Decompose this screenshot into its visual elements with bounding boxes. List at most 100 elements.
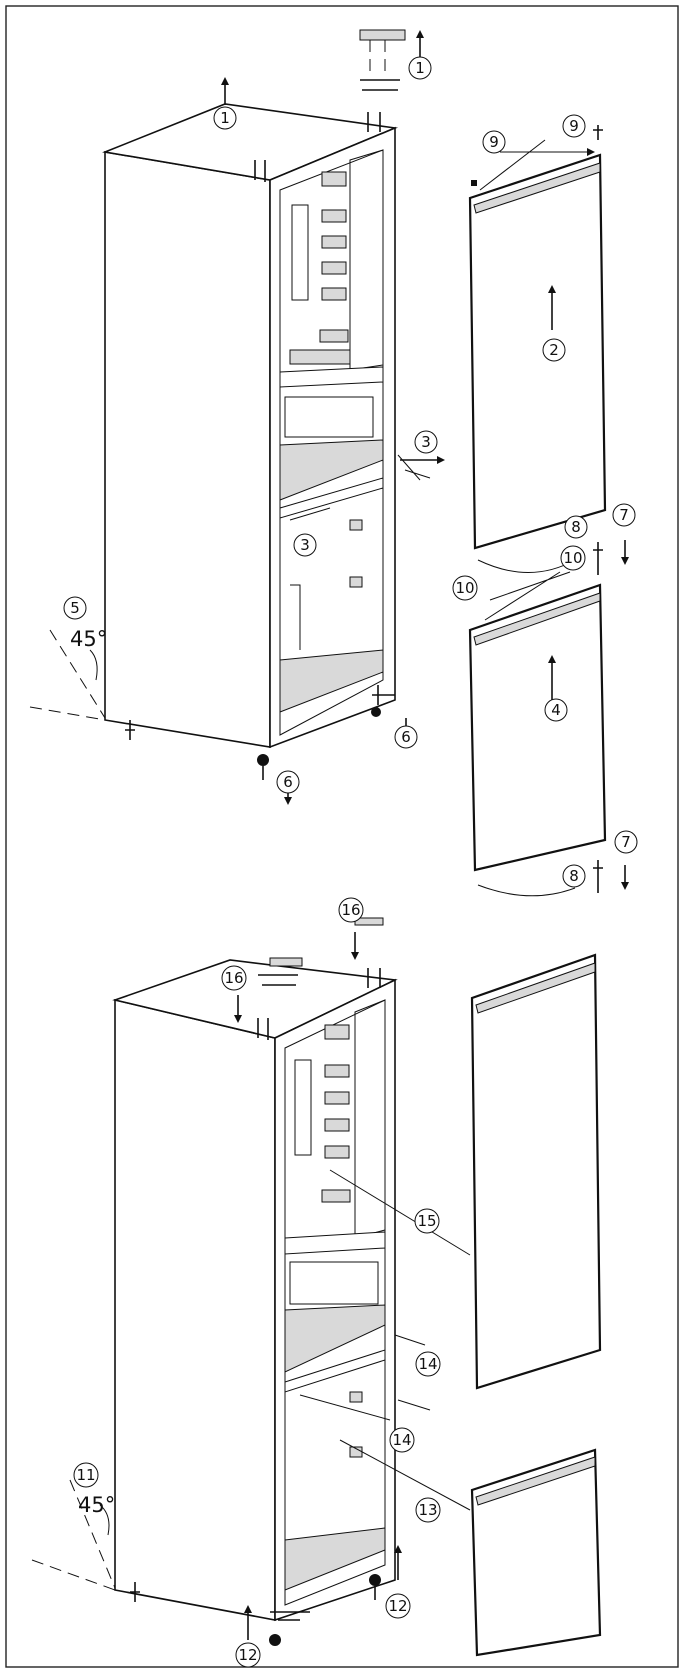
callout-8-upper: 8 [571,518,581,536]
arrowhead-7-upper [621,557,629,565]
arrowhead-1-top [221,77,229,85]
bottom-left-foot [130,1582,140,1602]
bottom-bin-4 [324,1118,350,1132]
top-bottom-hinge-screw-2 [257,754,269,766]
top-left-hinge-pins [254,160,266,182]
bottom-ground-line [31,1559,116,1591]
bottom-bin-5 [324,1145,350,1159]
callout-circle [235,1642,261,1668]
bottom-upper-door-edge [475,962,596,1014]
callout-circle [213,106,237,130]
top-bin-1 [321,171,347,187]
callout-circle [482,130,506,154]
pin-7-lower [593,860,603,893]
bottom-cabinet-interior [284,999,386,1606]
bottom-middle-hinge [397,1399,431,1411]
bottom-bin-3 [324,1091,350,1105]
callout-circle [542,338,566,362]
callout-12-left: 12 [238,1646,257,1664]
callout-10-right: 10 [563,549,582,567]
top-bin-3 [321,235,347,249]
leader-14 [299,1394,391,1421]
callout-circle [63,596,87,620]
top-hinge-cover-upper [359,29,406,41]
bottom-bin-1 [324,1024,350,1040]
callout-10-left: 10 [455,579,474,597]
callout-15: 15 [417,1212,436,1230]
top-shelf-divider [279,366,384,388]
arrowhead-2 [548,285,556,293]
leader-10 [484,571,571,621]
top-left-foot [125,720,135,740]
top-bottom-hinge-screw [371,707,381,717]
pin-9 [593,125,603,140]
callout-14-lower: 14 [392,1431,411,1449]
top-control-panel [291,204,309,301]
callout-circle [276,770,300,794]
arc-8-upper [477,559,576,573]
lower-door-top-edge [473,592,601,646]
callout-circle [415,1351,441,1377]
callout-14-upper: 14 [418,1355,437,1373]
top-bin-4 [321,261,347,275]
callout-1-upper: 1 [415,59,425,77]
arrowhead-4 [548,655,556,663]
callout-11: 11 [76,1466,95,1484]
top-crisper-drawer [284,396,374,438]
arrow-3-left [289,507,331,521]
callout-circle [415,1497,441,1523]
top-bin-6 [319,329,349,343]
callout-1-top: 1 [220,109,230,127]
angle-label-top: 45° [70,627,107,651]
bottom-lower-screw [269,1634,281,1646]
arrowhead-1-upper [416,30,424,38]
bottom-lower-door [470,1448,602,1657]
bottom-right-hinge-pins [367,968,381,988]
arrowhead-16-left [234,1015,242,1023]
bottom-shelf-divider [284,1231,386,1255]
callout-circle [452,575,478,601]
top-tilt-line [49,629,106,719]
callout-circle [614,830,638,854]
top-right-hinge-pins [367,112,381,132]
callout-5: 5 [70,599,80,617]
callout-circle [389,1427,415,1453]
pin-7-upper [593,542,603,575]
callout-circle [560,545,586,571]
callout-2: 2 [549,341,559,359]
top-hinge-guide [369,40,386,75]
callout-circle [414,430,438,454]
arrowhead-6-left [284,797,292,805]
upper-door-top-edge [473,162,601,214]
callout-6-right: 6 [401,728,411,746]
middle-hinge [397,454,431,481]
callout-circle [612,503,636,527]
top-mid-divider [279,477,384,519]
top-freezer-bin-a [349,519,363,531]
callout-circle [564,515,588,539]
arc-8-lower [477,884,576,897]
top-hinge-upper-bracket [360,79,400,91]
bottom-upper-door [470,953,602,1390]
bottom-right-screw [369,1574,381,1586]
callout-circle [385,1593,411,1619]
arrowhead-3-right [437,456,445,464]
callout-9-left: 9 [489,133,499,151]
bottom-freezer-bin-a [349,1391,363,1403]
bottom-doors [470,953,602,1657]
bottom-lower-door-edge [475,1456,596,1506]
arrowhead-12-left [244,1605,252,1613]
callout-circle [293,533,317,557]
top-cabinet-interior [279,149,384,736]
bottom-hinge-lower [270,1611,310,1621]
callout-3-left: 3 [300,536,310,554]
bottom-left-hinge-pins [257,1018,269,1040]
callout-circle [73,1462,99,1488]
bottom-freezer-basket [284,1527,386,1591]
top-freezer-basket [279,649,384,713]
callout-16-left: 16 [224,969,243,987]
top-angle-arc [89,649,98,681]
bottom-inner-wall [354,999,386,1239]
callout-16-right: 16 [341,901,360,919]
arrow-14-upper [394,1334,426,1346]
